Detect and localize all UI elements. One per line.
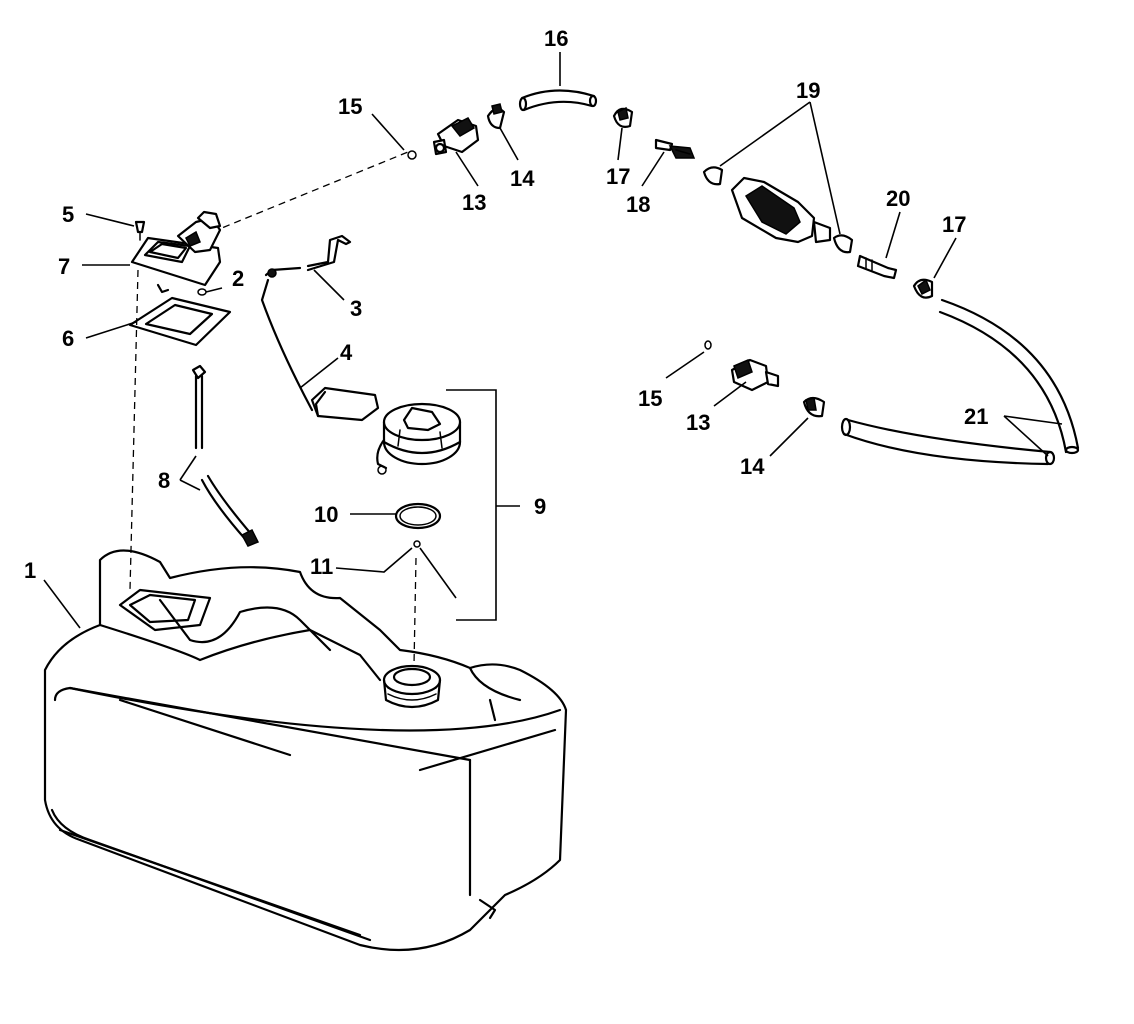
cap-seal bbox=[394, 502, 442, 530]
callout-labels: 1 2 3 4 5 6 7 8 9 10 11 13 13 14 14 15 1… bbox=[24, 26, 988, 583]
callout-15-upper: 15 bbox=[338, 94, 362, 119]
callout-10: 10 bbox=[314, 502, 338, 527]
callout-19: 19 bbox=[796, 78, 820, 103]
clamp-17-lower bbox=[912, 278, 934, 299]
callout-17-lower: 17 bbox=[942, 212, 966, 237]
callout-4: 4 bbox=[340, 340, 353, 365]
fuel-tank bbox=[43, 549, 568, 952]
gasket bbox=[128, 296, 232, 347]
tank-connector bbox=[432, 117, 480, 156]
check-valve-fitting bbox=[654, 138, 696, 159]
callout-13-lower: 13 bbox=[686, 410, 710, 435]
float-arm bbox=[260, 266, 380, 422]
callout-1: 1 bbox=[24, 558, 36, 583]
callout-16: 16 bbox=[544, 26, 568, 51]
callout-6: 6 bbox=[62, 326, 74, 351]
fuel-line-hose bbox=[840, 298, 1080, 466]
callout-17-upper: 17 bbox=[606, 164, 630, 189]
callout-21: 21 bbox=[964, 404, 988, 429]
o-ring-lower bbox=[704, 340, 712, 350]
o-ring-upper bbox=[407, 150, 417, 160]
engine-connector bbox=[730, 358, 780, 392]
callout-18: 18 bbox=[626, 192, 650, 217]
hose-fitting bbox=[856, 254, 898, 280]
retainer-ring bbox=[413, 540, 421, 548]
primer-bulb bbox=[702, 166, 854, 254]
callout-5: 5 bbox=[62, 202, 74, 227]
alignment-lines bbox=[129, 151, 417, 666]
callout-13-upper: 13 bbox=[462, 190, 486, 215]
clamp-17-upper bbox=[612, 106, 634, 128]
callout-3: 3 bbox=[350, 296, 362, 321]
callout-20: 20 bbox=[886, 186, 910, 211]
pickup-tube bbox=[191, 364, 260, 547]
callout-9: 9 bbox=[534, 494, 546, 519]
callout-11: 11 bbox=[310, 554, 333, 579]
callout-7: 7 bbox=[58, 254, 70, 279]
callout-14-lower: 14 bbox=[740, 454, 765, 479]
callout-14-upper: 14 bbox=[510, 166, 535, 191]
small-o-ring bbox=[197, 288, 207, 296]
callout-15-lower: 15 bbox=[638, 386, 662, 411]
hose-clamp-upper bbox=[486, 103, 506, 130]
short-hose bbox=[518, 89, 598, 112]
leader-lines bbox=[43, 52, 1063, 629]
gauge-assembly bbox=[130, 210, 222, 294]
filler-cap bbox=[376, 402, 462, 475]
clip bbox=[306, 234, 352, 272]
callout-8: 8 bbox=[158, 468, 170, 493]
hose-clamp-lower bbox=[802, 396, 826, 418]
screw bbox=[134, 220, 146, 241]
callout-2: 2 bbox=[232, 266, 244, 291]
